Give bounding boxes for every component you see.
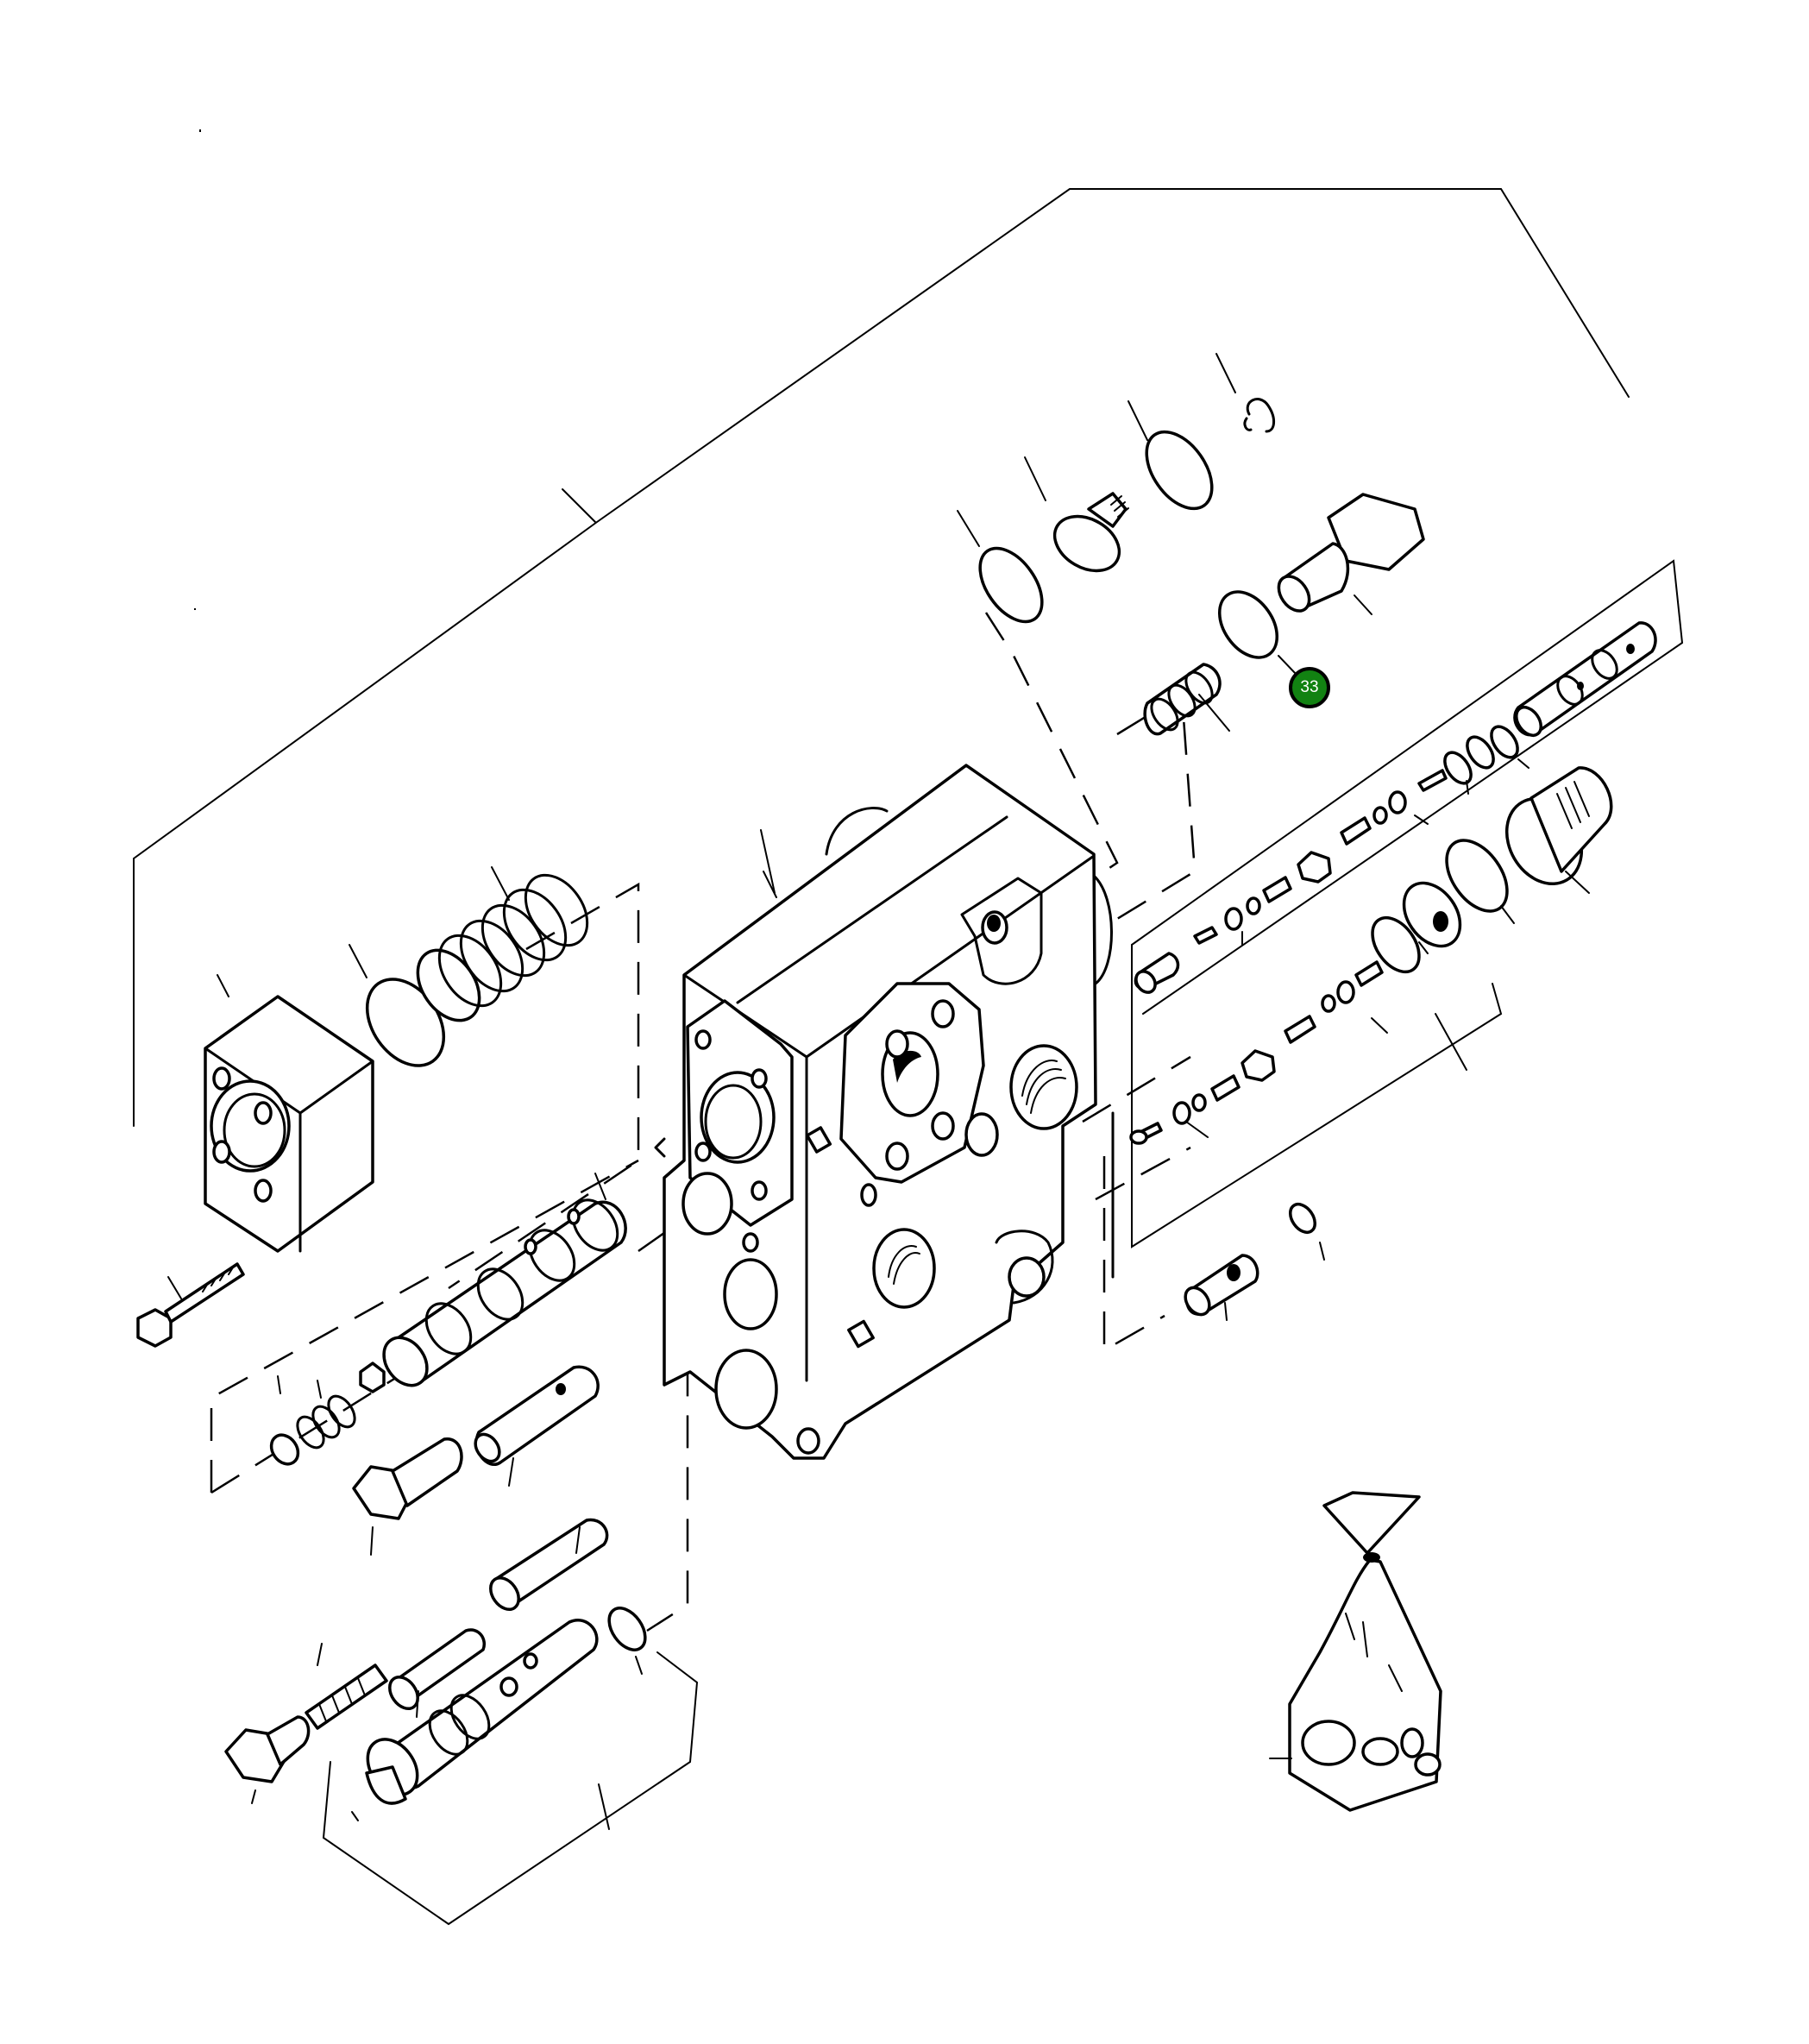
check-valve-stack-lower (1129, 960, 1388, 1145)
return-spring (416, 866, 589, 1022)
stray-mark (194, 608, 196, 610)
shuttle-spool (1513, 621, 1657, 738)
valve-body (654, 764, 1115, 1460)
hex-plug-upper (352, 1437, 463, 1556)
piston (388, 1518, 609, 1718)
relief-valve-cartridge (351, 1619, 599, 1821)
orifice-plug (1184, 1254, 1259, 1321)
stamp-marking-a (805, 1126, 832, 1154)
snap-ring-small (1215, 353, 1275, 433)
cap-screw (136, 1262, 245, 1348)
snap-ring-large (1127, 400, 1214, 511)
stamp-marking-2 (847, 1319, 875, 1349)
check-valve-stack-upper (1134, 725, 1529, 994)
o-ring-33 (1217, 590, 1297, 676)
relief-spring (305, 1643, 388, 1730)
top-right-dashed-bracket (984, 612, 1197, 921)
stray-mark (199, 129, 201, 132)
cartridge-o-ring (607, 1607, 647, 1675)
adjuster-cap (1024, 456, 1129, 573)
spool-sleeve (474, 1365, 600, 1487)
end-cover-block (204, 974, 374, 1253)
main-spool (382, 1173, 627, 1387)
hex-plug-lower (224, 1715, 311, 1804)
assembly-bracket (133, 188, 1630, 1127)
check-spring (1143, 663, 1230, 736)
seal-kit-bag (1269, 1491, 1442, 1812)
fitting-adapter (1277, 493, 1425, 615)
callout-33[interactable]: 33 (1289, 667, 1330, 708)
threaded-plug-right (1504, 766, 1613, 894)
orifice-dashed-bracket (1082, 1055, 1191, 1353)
plug-o-rings (1371, 839, 1515, 974)
valve-stack-bracket (1131, 559, 1684, 1248)
callout-label: 33 (1300, 678, 1319, 696)
snap-ring-left (957, 510, 1044, 624)
detent-spring-assembly (269, 1362, 386, 1466)
orifice-o-ring (1288, 1202, 1325, 1261)
relief-cartridge-bracket (322, 1651, 699, 1926)
